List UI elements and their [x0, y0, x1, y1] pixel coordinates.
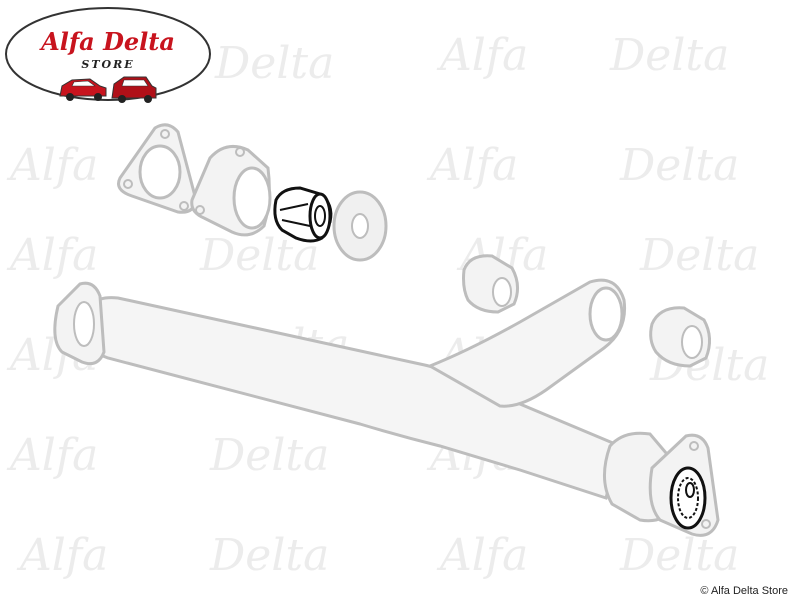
watermark-text: Alfa — [6, 430, 98, 481]
copyright-text: © Alfa Delta Store — [700, 585, 788, 597]
logo-oval — [5, 7, 211, 101]
watermark-text: Delta — [209, 430, 329, 481]
watermark-text: Delta — [214, 38, 334, 89]
bushing-sleeve-installed[interactable] — [669, 466, 707, 530]
watermark-text: Delta — [639, 230, 759, 281]
watermark-text: Delta — [609, 30, 729, 81]
rubber-bushing[interactable] — [649, 306, 711, 368]
washer[interactable] — [332, 190, 388, 262]
watermark-text: Delta — [619, 530, 739, 581]
logo-brand-text: Alfa Delta — [39, 27, 175, 56]
red-car-icon — [111, 76, 157, 103]
red-car-icon — [59, 78, 107, 101]
axle-tube-frame[interactable] — [53, 278, 720, 537]
bushing-housing[interactable] — [190, 144, 272, 237]
watermark-text: Alfa — [436, 530, 528, 581]
watermark-text: Alfa — [16, 530, 108, 581]
watermark-text: Alfa — [426, 140, 518, 191]
store-logo[interactable]: Alfa Delta STORE — [5, 7, 211, 103]
watermark-text: Delta — [209, 530, 329, 581]
watermark-text: Alfa — [6, 140, 98, 191]
watermark-text: Delta — [619, 140, 739, 191]
watermark-text: Alfa — [6, 230, 98, 281]
flange-plate[interactable] — [117, 123, 198, 214]
watermark-text: Alfa — [436, 30, 528, 81]
logo-store-text: STORE — [81, 58, 134, 71]
bushing-sleeve[interactable] — [273, 186, 333, 243]
rubber-bushing[interactable] — [462, 254, 519, 314]
